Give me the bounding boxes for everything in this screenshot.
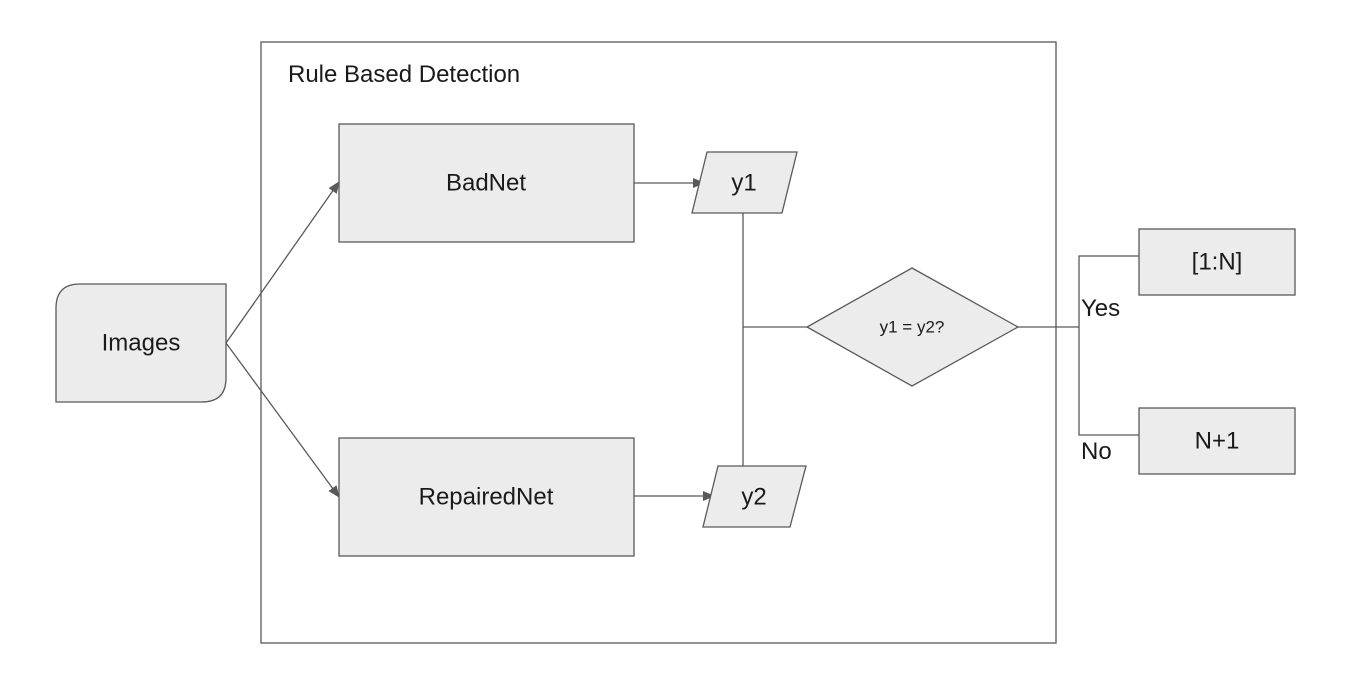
repairednet-node-label: RepairedNet bbox=[419, 483, 554, 510]
repairednet-node bbox=[338, 437, 635, 557]
y2-node-label: y2 bbox=[741, 483, 766, 510]
images-node bbox=[55, 283, 227, 403]
badnet-node-label: BadNet bbox=[446, 169, 526, 196]
edge-branch-yes bbox=[1078, 255, 1139, 327]
decision-node bbox=[805, 267, 1020, 387]
edge-images-to-repairednet bbox=[225, 342, 340, 498]
rule-based-detection-frame bbox=[260, 41, 1057, 644]
output-no-node-label: N+1 bbox=[1195, 427, 1240, 454]
output-yes-node bbox=[1138, 228, 1296, 296]
output-yes-node-label: [1:N] bbox=[1192, 248, 1243, 275]
images-node-label: Images bbox=[102, 329, 181, 356]
edge-label-no: No bbox=[1081, 438, 1112, 465]
y2-node bbox=[702, 465, 807, 528]
decision-node-label: y1 = y2? bbox=[880, 317, 945, 336]
rule-based-detection-title: Rule Based Detection bbox=[288, 61, 520, 88]
y1-node-label: y1 bbox=[731, 169, 756, 196]
y1-node bbox=[691, 151, 798, 214]
badnet-node bbox=[338, 123, 635, 243]
edge-branch-no bbox=[1078, 327, 1139, 436]
edge-images-to-badnet bbox=[225, 181, 340, 344]
output-no-node bbox=[1138, 407, 1296, 475]
edge-label-yes: Yes bbox=[1081, 295, 1120, 322]
